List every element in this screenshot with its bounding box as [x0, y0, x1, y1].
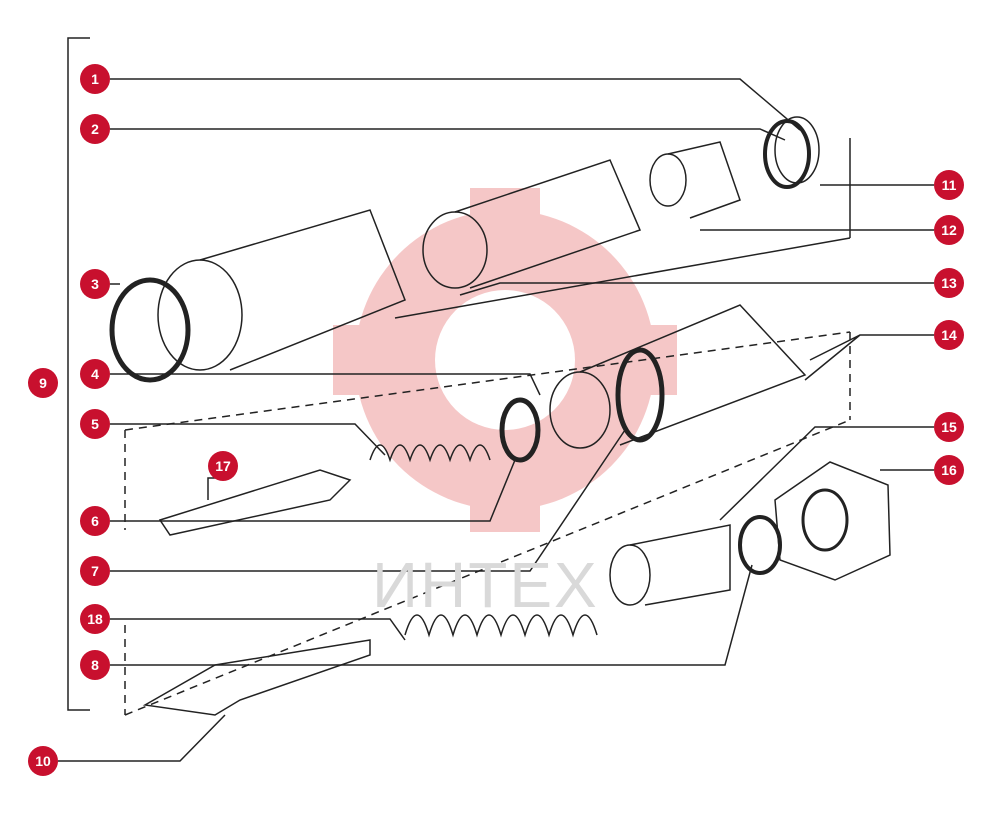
- spring-5: [369, 444, 491, 463]
- callout-7[interactable]: 7: [80, 556, 110, 586]
- callout-9[interactable]: 9: [28, 368, 58, 398]
- callout-15[interactable]: 15: [934, 412, 964, 442]
- callout-11[interactable]: 11: [934, 170, 964, 200]
- callout-6[interactable]: 6: [80, 506, 110, 536]
- callout-17[interactable]: 17: [208, 451, 238, 481]
- callout-8[interactable]: 8: [80, 650, 110, 680]
- assembly-bracket: [67, 37, 90, 711]
- callout-2[interactable]: 2: [80, 114, 110, 144]
- callout-5[interactable]: 5: [80, 409, 110, 439]
- callout-18[interactable]: 18: [80, 604, 110, 634]
- callout-13[interactable]: 13: [934, 268, 964, 298]
- callout-1[interactable]: 1: [80, 64, 110, 94]
- callout-10[interactable]: 10: [28, 746, 58, 776]
- callout-16[interactable]: 16: [934, 455, 964, 485]
- spring-18: [404, 614, 598, 638]
- callout-12[interactable]: 12: [934, 215, 964, 245]
- callout-3[interactable]: 3: [80, 269, 110, 299]
- callout-14[interactable]: 14: [934, 320, 964, 350]
- callout-4[interactable]: 4: [80, 359, 110, 389]
- watermark-text: ИНТЕХ: [372, 549, 599, 621]
